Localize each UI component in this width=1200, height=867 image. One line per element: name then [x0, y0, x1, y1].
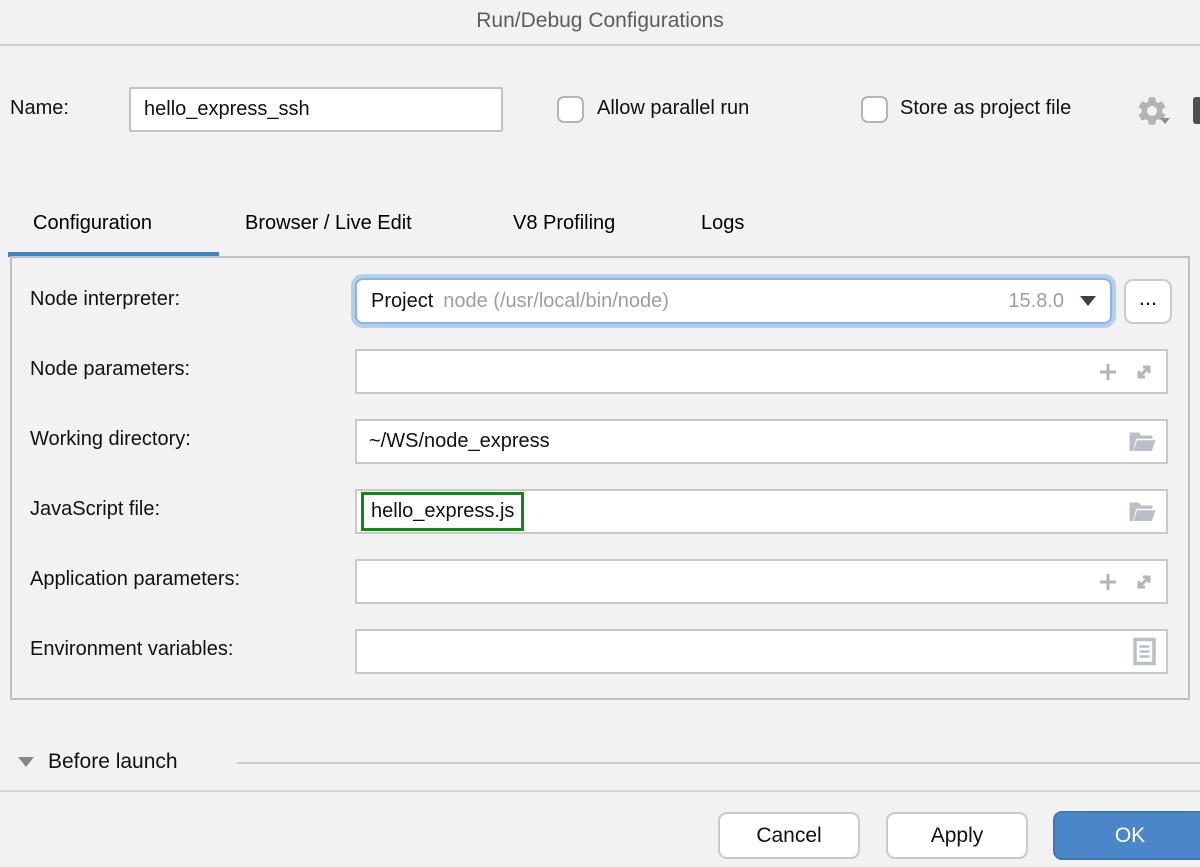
tab-logs[interactable]: Logs — [701, 212, 745, 234]
apply-button[interactable]: Apply — [886, 812, 1028, 859]
tab-browser-live-edit[interactable]: Browser / Live Edit — [245, 212, 412, 234]
store-as-project-file-label: Store as project file — [900, 97, 1072, 119]
before-launch-label: Before launch — [48, 750, 178, 773]
tab-configuration[interactable]: Configuration — [33, 212, 152, 234]
before-launch-collapse-icon[interactable] — [18, 757, 34, 767]
node-interpreter-version: 15.8.0 — [1008, 289, 1064, 312]
before-launch-rule — [237, 762, 1200, 764]
active-tab-underline — [8, 252, 219, 257]
title-separator — [0, 44, 1200, 46]
name-input[interactable] — [129, 87, 503, 132]
dialog-title: Run/Debug Configurations — [476, 9, 724, 32]
node-interpreter-combobox[interactable]: Project node (/usr/local/bin/node) 15.8.… — [355, 278, 1112, 324]
node-parameters-input[interactable] — [355, 349, 1168, 394]
allow-parallel-run-checkbox[interactable] — [557, 96, 584, 123]
application-parameters-label: Application parameters: — [30, 568, 241, 590]
javascript-file-highlight: hello_express.js — [361, 492, 525, 531]
configuration-panel — [10, 256, 1190, 700]
node-parameters-field[interactable] — [369, 351, 1154, 392]
interpreter-more-button[interactable]: ... — [1124, 279, 1172, 324]
expand-icon[interactable] — [1132, 360, 1156, 384]
node-interpreter-path: node (/usr/local/bin/node) — [443, 289, 669, 312]
expand-icon[interactable] — [1132, 570, 1156, 594]
environment-variables-label: Environment variables: — [30, 638, 234, 660]
add-icon[interactable] — [1096, 570, 1120, 594]
folder-icon[interactable] — [1128, 431, 1156, 453]
folder-icon[interactable] — [1128, 501, 1156, 523]
allow-parallel-run-label: Allow parallel run — [597, 97, 750, 119]
name-label: Name: — [10, 97, 69, 119]
working-directory-field[interactable] — [369, 421, 1154, 462]
working-directory-input[interactable] — [355, 419, 1168, 464]
environment-variables-input[interactable] — [355, 629, 1168, 674]
node-interpreter-value: Project — [371, 289, 434, 312]
chevron-down-icon[interactable] — [1080, 296, 1096, 306]
tab-v8-profiling[interactable]: V8 Profiling — [513, 212, 616, 234]
environment-variables-field[interactable] — [369, 631, 1154, 672]
javascript-file-value: hello_express.js — [371, 500, 515, 522]
browse-variables-icon[interactable] — [1133, 637, 1156, 666]
ok-button[interactable]: OK — [1053, 811, 1200, 860]
working-directory-label: Working directory: — [30, 428, 191, 450]
gear-dropdown-caret-icon — [1160, 118, 1170, 124]
store-as-project-file-checkbox[interactable] — [861, 96, 888, 123]
javascript-file-label: JavaScript file: — [30, 498, 161, 520]
add-icon[interactable] — [1096, 360, 1120, 384]
clipped-edge-icon[interactable] — [1193, 97, 1200, 124]
cancel-button[interactable]: Cancel — [718, 812, 860, 859]
gear-icon[interactable] — [1135, 94, 1169, 128]
node-interpreter-label: Node interpreter: — [30, 288, 181, 310]
application-parameters-field[interactable] — [369, 561, 1154, 602]
application-parameters-input[interactable] — [355, 559, 1168, 604]
javascript-file-input[interactable]: hello_express.js — [355, 489, 1168, 534]
node-parameters-label: Node parameters: — [30, 358, 191, 380]
footer-separator — [0, 790, 1200, 792]
